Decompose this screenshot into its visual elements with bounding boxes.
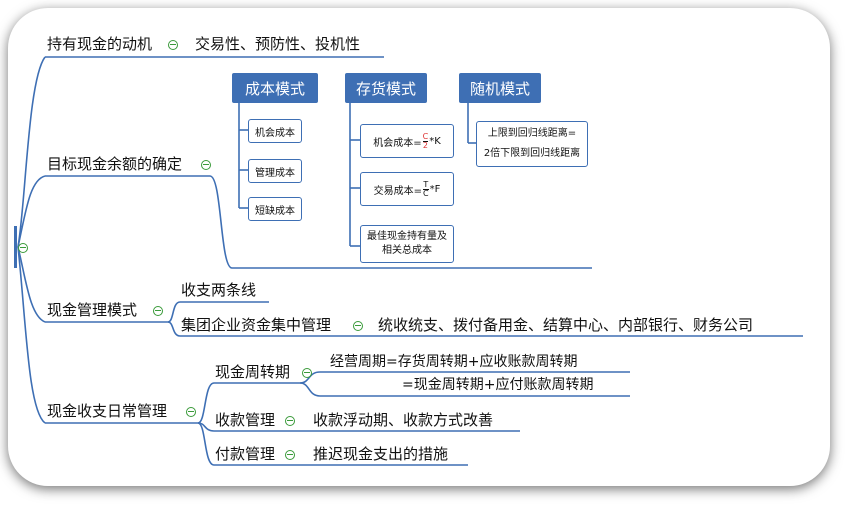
collection-label[interactable]: 收款管理 <box>215 411 276 429</box>
payment-detail[interactable]: 推迟现金支出的措施 <box>313 445 449 463</box>
best-line2: 相关总成本 <box>382 245 432 256</box>
management-sub2-detail[interactable]: 统收统支、拨付备用金、结算中心、内部银行、财务公司 <box>378 316 754 334</box>
transaction-den: C <box>423 188 429 198</box>
cost-item-opportunity[interactable]: 机会成本 <box>248 119 302 143</box>
motive-label[interactable]: 持有现金的动机 <box>47 35 153 53</box>
opportunity-den: 2 <box>422 140 428 150</box>
collection-detail[interactable]: 收款浮动期、收款方式改善 <box>313 411 494 429</box>
inventory-mode-box[interactable]: 存货模式 <box>345 73 427 103</box>
cycle-line1[interactable]: 经营周期=存货周转期+应收账款周转期 <box>330 354 578 370</box>
daily-label[interactable]: 现金收支日常管理 <box>47 402 168 420</box>
management-sub2[interactable]: 集团企业资金集中管理 <box>181 316 332 334</box>
management-label[interactable]: 现金管理模式 <box>47 301 138 319</box>
management-toggle-icon[interactable] <box>153 306 163 316</box>
collection-toggle-icon[interactable] <box>285 416 295 426</box>
random-line2: 2倍下限到回归线距离 <box>483 148 581 159</box>
best-line1: 最佳现金持有量及 <box>367 231 447 242</box>
transaction-num: T <box>423 179 429 190</box>
random-item-box[interactable]: 上限到回归线距离= 2倍下限到回归线距离 <box>476 121 588 167</box>
root-toggle-icon[interactable] <box>18 243 28 253</box>
cycle-line2[interactable]: =现金周转期+应付账款周转期 <box>402 377 594 393</box>
cost-mode-box[interactable]: 成本模式 <box>232 73 318 103</box>
management-sub1[interactable]: 收支两条线 <box>181 281 257 299</box>
cycle-toggle-icon[interactable] <box>302 368 312 378</box>
random-line1: 上限到回归线距离= <box>487 128 577 139</box>
cost-item-shortage[interactable]: 短缺成本 <box>248 197 302 221</box>
daily-toggle-icon[interactable] <box>186 407 196 417</box>
motive-toggle-icon[interactable] <box>168 40 178 50</box>
root-node[interactable] <box>14 226 17 268</box>
motive-detail[interactable]: 交易性、预防性、投机性 <box>195 35 361 53</box>
transaction-suffix: *F <box>429 183 441 195</box>
payment-toggle-icon[interactable] <box>285 450 295 460</box>
management-sub2-toggle-icon[interactable] <box>353 321 363 331</box>
opportunity-num: C <box>422 131 429 142</box>
inventory-item-best[interactable]: 最佳现金持有量及 相关总成本 <box>360 225 454 263</box>
target-toggle-icon[interactable] <box>201 160 211 170</box>
transaction-prefix: 交易成本= <box>373 185 423 197</box>
target-label[interactable]: 目标现金余额的确定 <box>47 155 183 173</box>
cycle-label[interactable]: 现金周转期 <box>215 363 291 381</box>
cost-item-management[interactable]: 管理成本 <box>248 159 302 183</box>
opportunity-prefix: 机会成本= <box>373 137 422 149</box>
random-mode-box[interactable]: 随机模式 <box>459 73 541 103</box>
payment-label[interactable]: 付款管理 <box>215 445 276 463</box>
opportunity-suffix: *K <box>429 135 441 147</box>
